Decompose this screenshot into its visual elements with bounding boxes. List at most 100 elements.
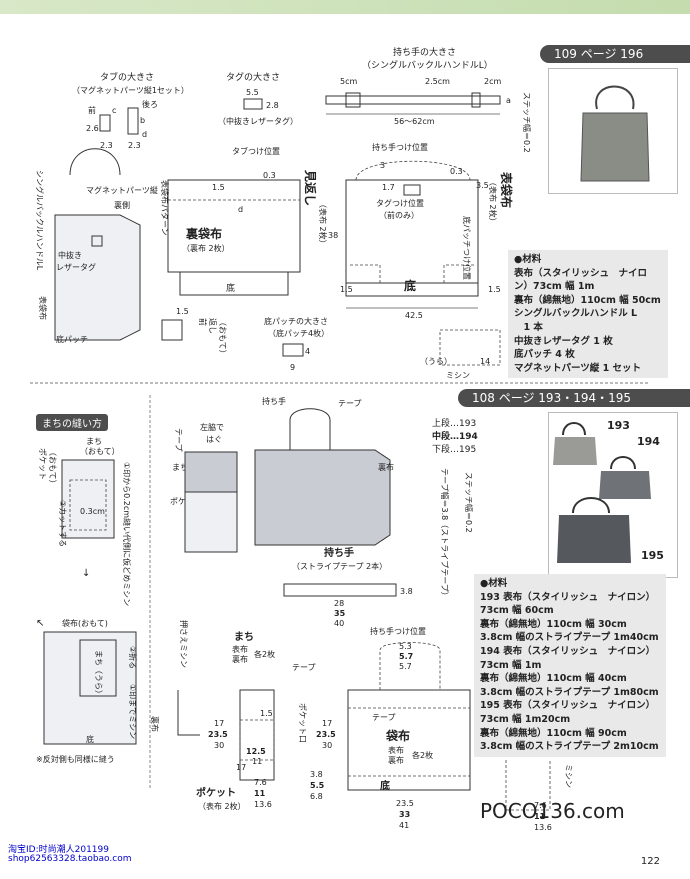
label-pocket-a: ポケット bbox=[38, 448, 47, 480]
dim-2cm: 2cm bbox=[484, 77, 501, 86]
label-outer-pattern: 表袋布パターン bbox=[160, 180, 170, 236]
label-stitch-mark: ①印までミシン bbox=[128, 684, 137, 739]
corner-detail-b bbox=[505, 760, 551, 811]
label-pocket-omote: （おもて） bbox=[48, 448, 57, 488]
label-tag-pos: タグつけ位置 bbox=[376, 198, 424, 208]
label-back: 後ろ bbox=[142, 99, 158, 109]
label-bottom-patch: 底パッチ bbox=[56, 334, 88, 344]
label-bottom-d: 底 bbox=[380, 779, 390, 792]
materials-108-title: ●材料 bbox=[480, 578, 508, 589]
handle-strap bbox=[325, 95, 501, 105]
machi-pocket bbox=[69, 479, 107, 531]
tab-detail bbox=[161, 319, 183, 341]
patch-mark-right bbox=[443, 264, 474, 283]
top-band bbox=[0, 0, 690, 14]
label-omote: （おもて） bbox=[218, 318, 227, 358]
handle-piece bbox=[283, 583, 397, 597]
ring-shape bbox=[471, 92, 481, 108]
dim-b: b bbox=[140, 116, 145, 125]
label-machi-c: まち bbox=[234, 631, 254, 643]
photo-bags-group bbox=[553, 422, 651, 563]
label-bottom-c: 底 bbox=[86, 734, 94, 744]
dim-6-8: 6.8 bbox=[310, 792, 323, 801]
label-cut-width: 0.3cm bbox=[80, 507, 105, 516]
dim-23-5c: 23.5 bbox=[396, 799, 414, 808]
pocket-assembled bbox=[184, 491, 238, 553]
material-109-line: マグネットパーツ縦 1 セット bbox=[514, 362, 642, 374]
label-bag-sub3: 各2枚 bbox=[412, 750, 433, 760]
dim-17a: 17 bbox=[214, 719, 224, 728]
dim-d: d bbox=[142, 130, 147, 139]
lining-bottom bbox=[168, 271, 289, 296]
label-handle-b-sub: （ストライプテープ 2本） bbox=[292, 561, 387, 571]
label-mishin-a: ミシン bbox=[446, 371, 470, 380]
bag-piece bbox=[347, 689, 471, 791]
dim-2-8: 2.8 bbox=[266, 101, 279, 110]
stitch-note-108: ステッチ幅＝0.2 bbox=[464, 472, 474, 533]
dim-1-5a: 1.5 bbox=[176, 307, 189, 316]
material-109-line: ン）73cm 幅 1m bbox=[514, 281, 595, 293]
dim-d2: d bbox=[238, 205, 243, 214]
left-bag-handle bbox=[69, 148, 121, 176]
pocket-piece bbox=[239, 719, 275, 761]
dim-28: 28 bbox=[334, 599, 344, 608]
dim-3: 3 bbox=[380, 161, 385, 170]
buckle-shape bbox=[345, 92, 361, 108]
label-press-stitch: 押さえミシン bbox=[179, 620, 189, 668]
dim-23-5b: 23.5 bbox=[316, 730, 336, 739]
dim-2-3b: 2.3 bbox=[128, 141, 141, 150]
label-bottom-b: 底 bbox=[404, 278, 416, 293]
handle-size-sub: （シングルバックルハンドルL） bbox=[362, 59, 493, 71]
label-tape-a: テープ bbox=[174, 428, 183, 452]
materials-108: ●材料 193 表布（スタイリッシュ ナイロン） 73cm 幅 60cm 裏布（… bbox=[474, 574, 666, 757]
level-middle: 中段…194 bbox=[432, 432, 478, 442]
dim-9: 9 bbox=[290, 363, 295, 372]
dim-5-3: 5.3 bbox=[399, 642, 412, 651]
photo-label-195: 195 bbox=[641, 549, 664, 562]
label-lining-c: 裏布 bbox=[150, 716, 160, 732]
material-108-line: 3.8cm 幅のストライプテープ 2m10cm bbox=[480, 741, 659, 753]
label-side-left: 左脇で bbox=[200, 422, 224, 432]
tag-shape bbox=[243, 98, 263, 110]
machi-method-tag: まちの縫い方 bbox=[36, 414, 108, 431]
label-bag: 袋布 bbox=[385, 728, 410, 743]
label-facing-sub: （表布 2枚） bbox=[318, 200, 328, 248]
label-fold: 返し bbox=[208, 318, 217, 334]
label-lining: 裏袋布 bbox=[185, 226, 222, 241]
material-108-line: 73cm 幅 60cm bbox=[480, 605, 554, 617]
machi-step1 bbox=[61, 459, 115, 539]
label-machi-c-sub2: 裏布 bbox=[232, 654, 248, 664]
arrow-ul: ↖ bbox=[36, 618, 44, 629]
left-bag-tag bbox=[91, 235, 103, 247]
dim-14: 14 bbox=[480, 357, 490, 366]
machi-ura-panel bbox=[79, 639, 117, 697]
dim-5-5: 5.5 bbox=[246, 88, 259, 97]
label-ura-a: （うら） bbox=[420, 357, 452, 366]
label-front-fold: 前 bbox=[198, 318, 208, 326]
material-109-line: 表布（スタイリッシュ ナイロ bbox=[514, 267, 648, 279]
page-number: 122 bbox=[640, 856, 660, 867]
dim-11c: 11 bbox=[534, 812, 546, 821]
label-fold2: ②折る bbox=[128, 646, 138, 669]
label-bag-sub1: 表布 bbox=[388, 745, 404, 755]
label-step2: ②カットする bbox=[58, 500, 67, 547]
patch-shape bbox=[282, 343, 304, 357]
dim-7-6b: 7.6 bbox=[534, 801, 547, 810]
machi-step2 bbox=[43, 631, 137, 745]
photo-193-195: 193 194 195 bbox=[548, 412, 678, 578]
material-108-line: 裏布（綿無地）110cm 幅 30cm bbox=[480, 618, 627, 630]
dim-3-8: 3.8 bbox=[400, 587, 413, 596]
dim-13-6a: 13.6 bbox=[254, 800, 272, 809]
dim-0-3a: 0.3 bbox=[263, 171, 276, 180]
label-patch-size-sub: （底パッチ4枚） bbox=[268, 328, 329, 338]
label-handle-pos: 持ち手つけ位置 bbox=[372, 142, 428, 152]
label-machi-ura: まち（うら） bbox=[94, 650, 103, 698]
material-108-line: 裏布（綿無地）110cm 幅 40cm bbox=[480, 673, 627, 685]
label-pocket-mouth: ポケット口 bbox=[298, 703, 307, 743]
material-109-line: 底パッチ 4 枚 bbox=[514, 349, 575, 361]
material-108-line: 195 表布（スタイリッシュ ナイロン） bbox=[480, 700, 656, 712]
credit-line-1: 淘宝ID:时尚潮人201199 bbox=[8, 845, 109, 855]
dim-5cm: 5cm bbox=[340, 77, 357, 86]
label-tag-pos-sub: （前のみ） bbox=[379, 210, 419, 220]
label-machi-a: まち bbox=[86, 437, 102, 446]
